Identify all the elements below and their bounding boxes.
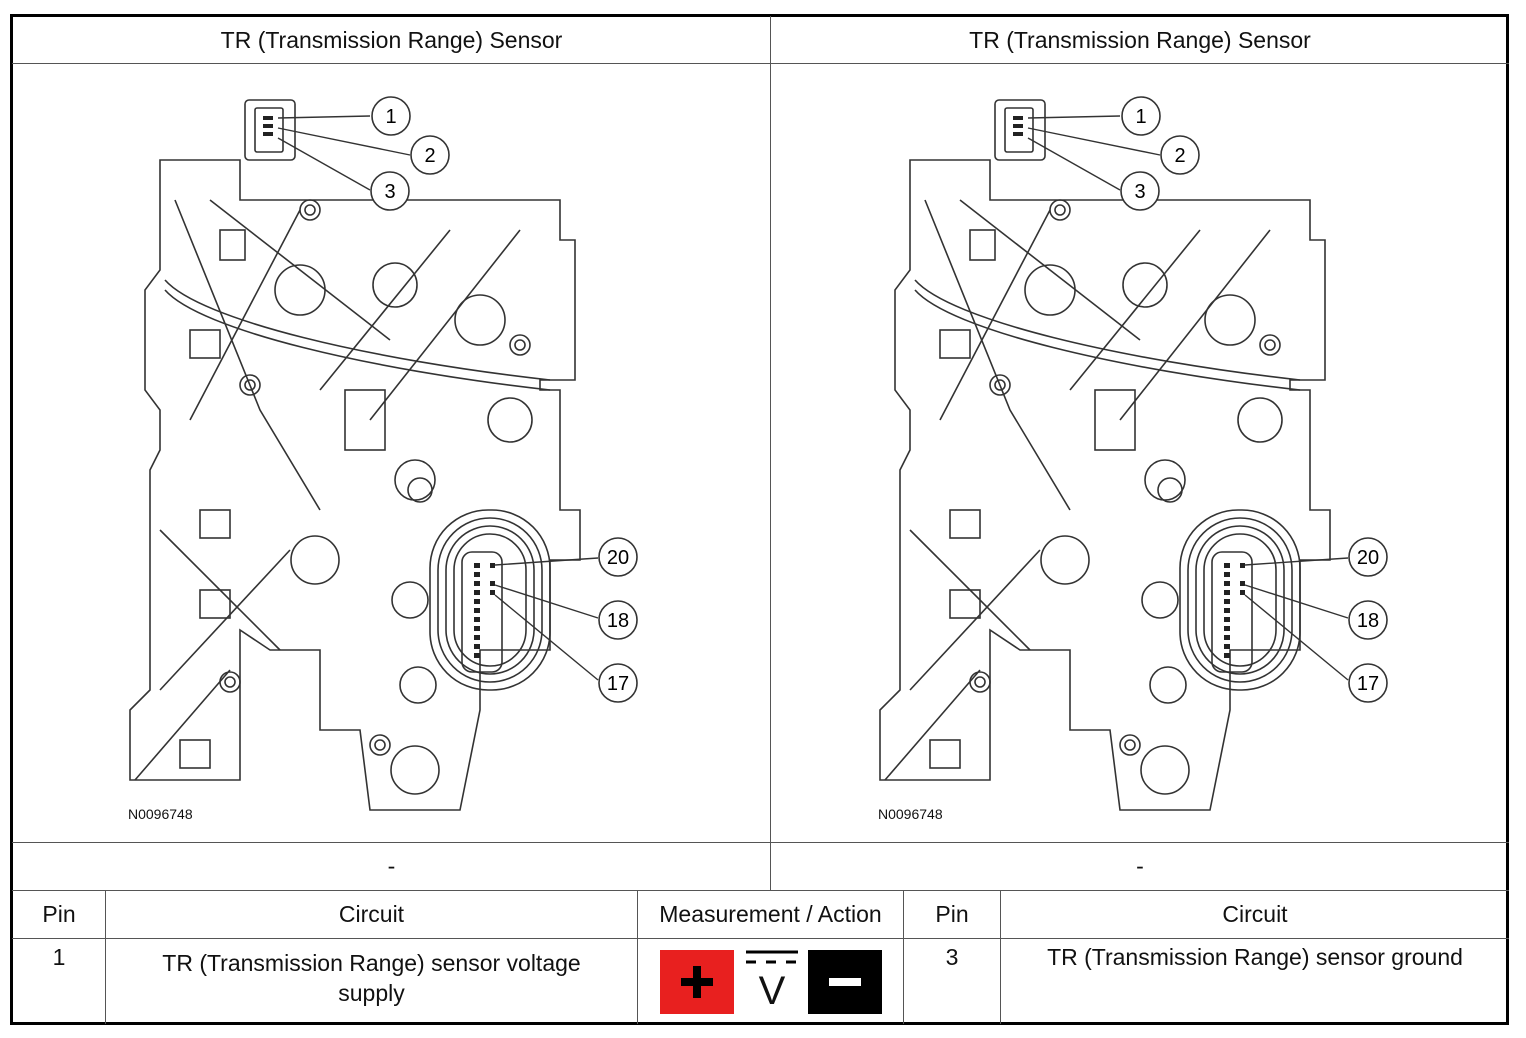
circuit-a-value: TR (Transmission Range) sensor voltage s… xyxy=(162,950,581,1006)
callout-3: 3 xyxy=(384,181,395,203)
wire-harness xyxy=(914,279,1301,381)
col-pin-b: Pin xyxy=(935,901,969,927)
callout-2: 2 xyxy=(424,145,435,167)
tr-sensor-housing xyxy=(1179,509,1301,691)
negative-probe-icon xyxy=(808,950,882,1014)
right-figure-code: N0096748 xyxy=(878,806,943,822)
callout-18: 18 xyxy=(1357,610,1379,632)
callout-3: 3 xyxy=(1134,181,1145,203)
divider xyxy=(12,938,1509,939)
callout-20: 20 xyxy=(1357,547,1379,569)
top-connector xyxy=(994,99,1046,161)
callout-18: 18 xyxy=(607,610,629,632)
valve-body-outline xyxy=(129,159,581,811)
divider xyxy=(12,890,1509,891)
callout-1: 1 xyxy=(1135,106,1146,128)
callouts: 1 2 3 20 18 17 xyxy=(370,96,638,703)
right-title: TR (Transmission Range) Sensor xyxy=(969,26,1311,53)
divider xyxy=(903,891,904,1024)
col-circuit-b: Circuit xyxy=(1222,901,1288,927)
divider xyxy=(105,891,106,1024)
measurement-icons: V xyxy=(660,948,885,1016)
col-measurement: Measurement / Action xyxy=(659,901,882,927)
valve-body-outline xyxy=(879,159,1331,811)
wire-harness xyxy=(164,279,551,381)
left-caption: - xyxy=(387,853,396,879)
page-frame xyxy=(10,14,1509,1025)
col-pin-a: Pin xyxy=(42,901,76,927)
col-circuit-a: Circuit xyxy=(338,901,405,927)
divider xyxy=(12,63,1509,64)
callout-20: 20 xyxy=(607,547,629,569)
tr-sensor-housing xyxy=(429,509,551,691)
right-caption: - xyxy=(1136,853,1144,879)
divider xyxy=(1000,891,1001,1024)
top-connector xyxy=(244,99,296,161)
left-sensor-diagram: 1 2 3 20 18 17 xyxy=(129,96,638,811)
left-title: TR (Transmission Range) Sensor xyxy=(220,26,563,53)
positive-probe-icon xyxy=(660,950,734,1014)
callout-2: 2 xyxy=(1174,145,1185,167)
right-sensor-diagram: 1 2 3 20 18 17 xyxy=(879,96,1388,811)
callout-17: 17 xyxy=(1357,673,1379,695)
pin-a-value: 1 xyxy=(52,944,66,970)
divider xyxy=(770,16,771,891)
callout-17: 17 xyxy=(607,673,629,695)
divider xyxy=(12,842,1509,843)
pin-b-value: 3 xyxy=(945,944,959,970)
left-figure-code: N0096748 xyxy=(128,806,193,822)
callouts: 1 2 3 20 18 17 xyxy=(1120,96,1388,703)
divider xyxy=(637,891,638,1024)
dc-voltage-icon: V xyxy=(742,948,802,1016)
circuit-b-value: TR (Transmission Range) sensor ground xyxy=(1047,944,1463,970)
callout-1: 1 xyxy=(385,106,396,128)
voltage-symbol: V xyxy=(758,969,786,1013)
